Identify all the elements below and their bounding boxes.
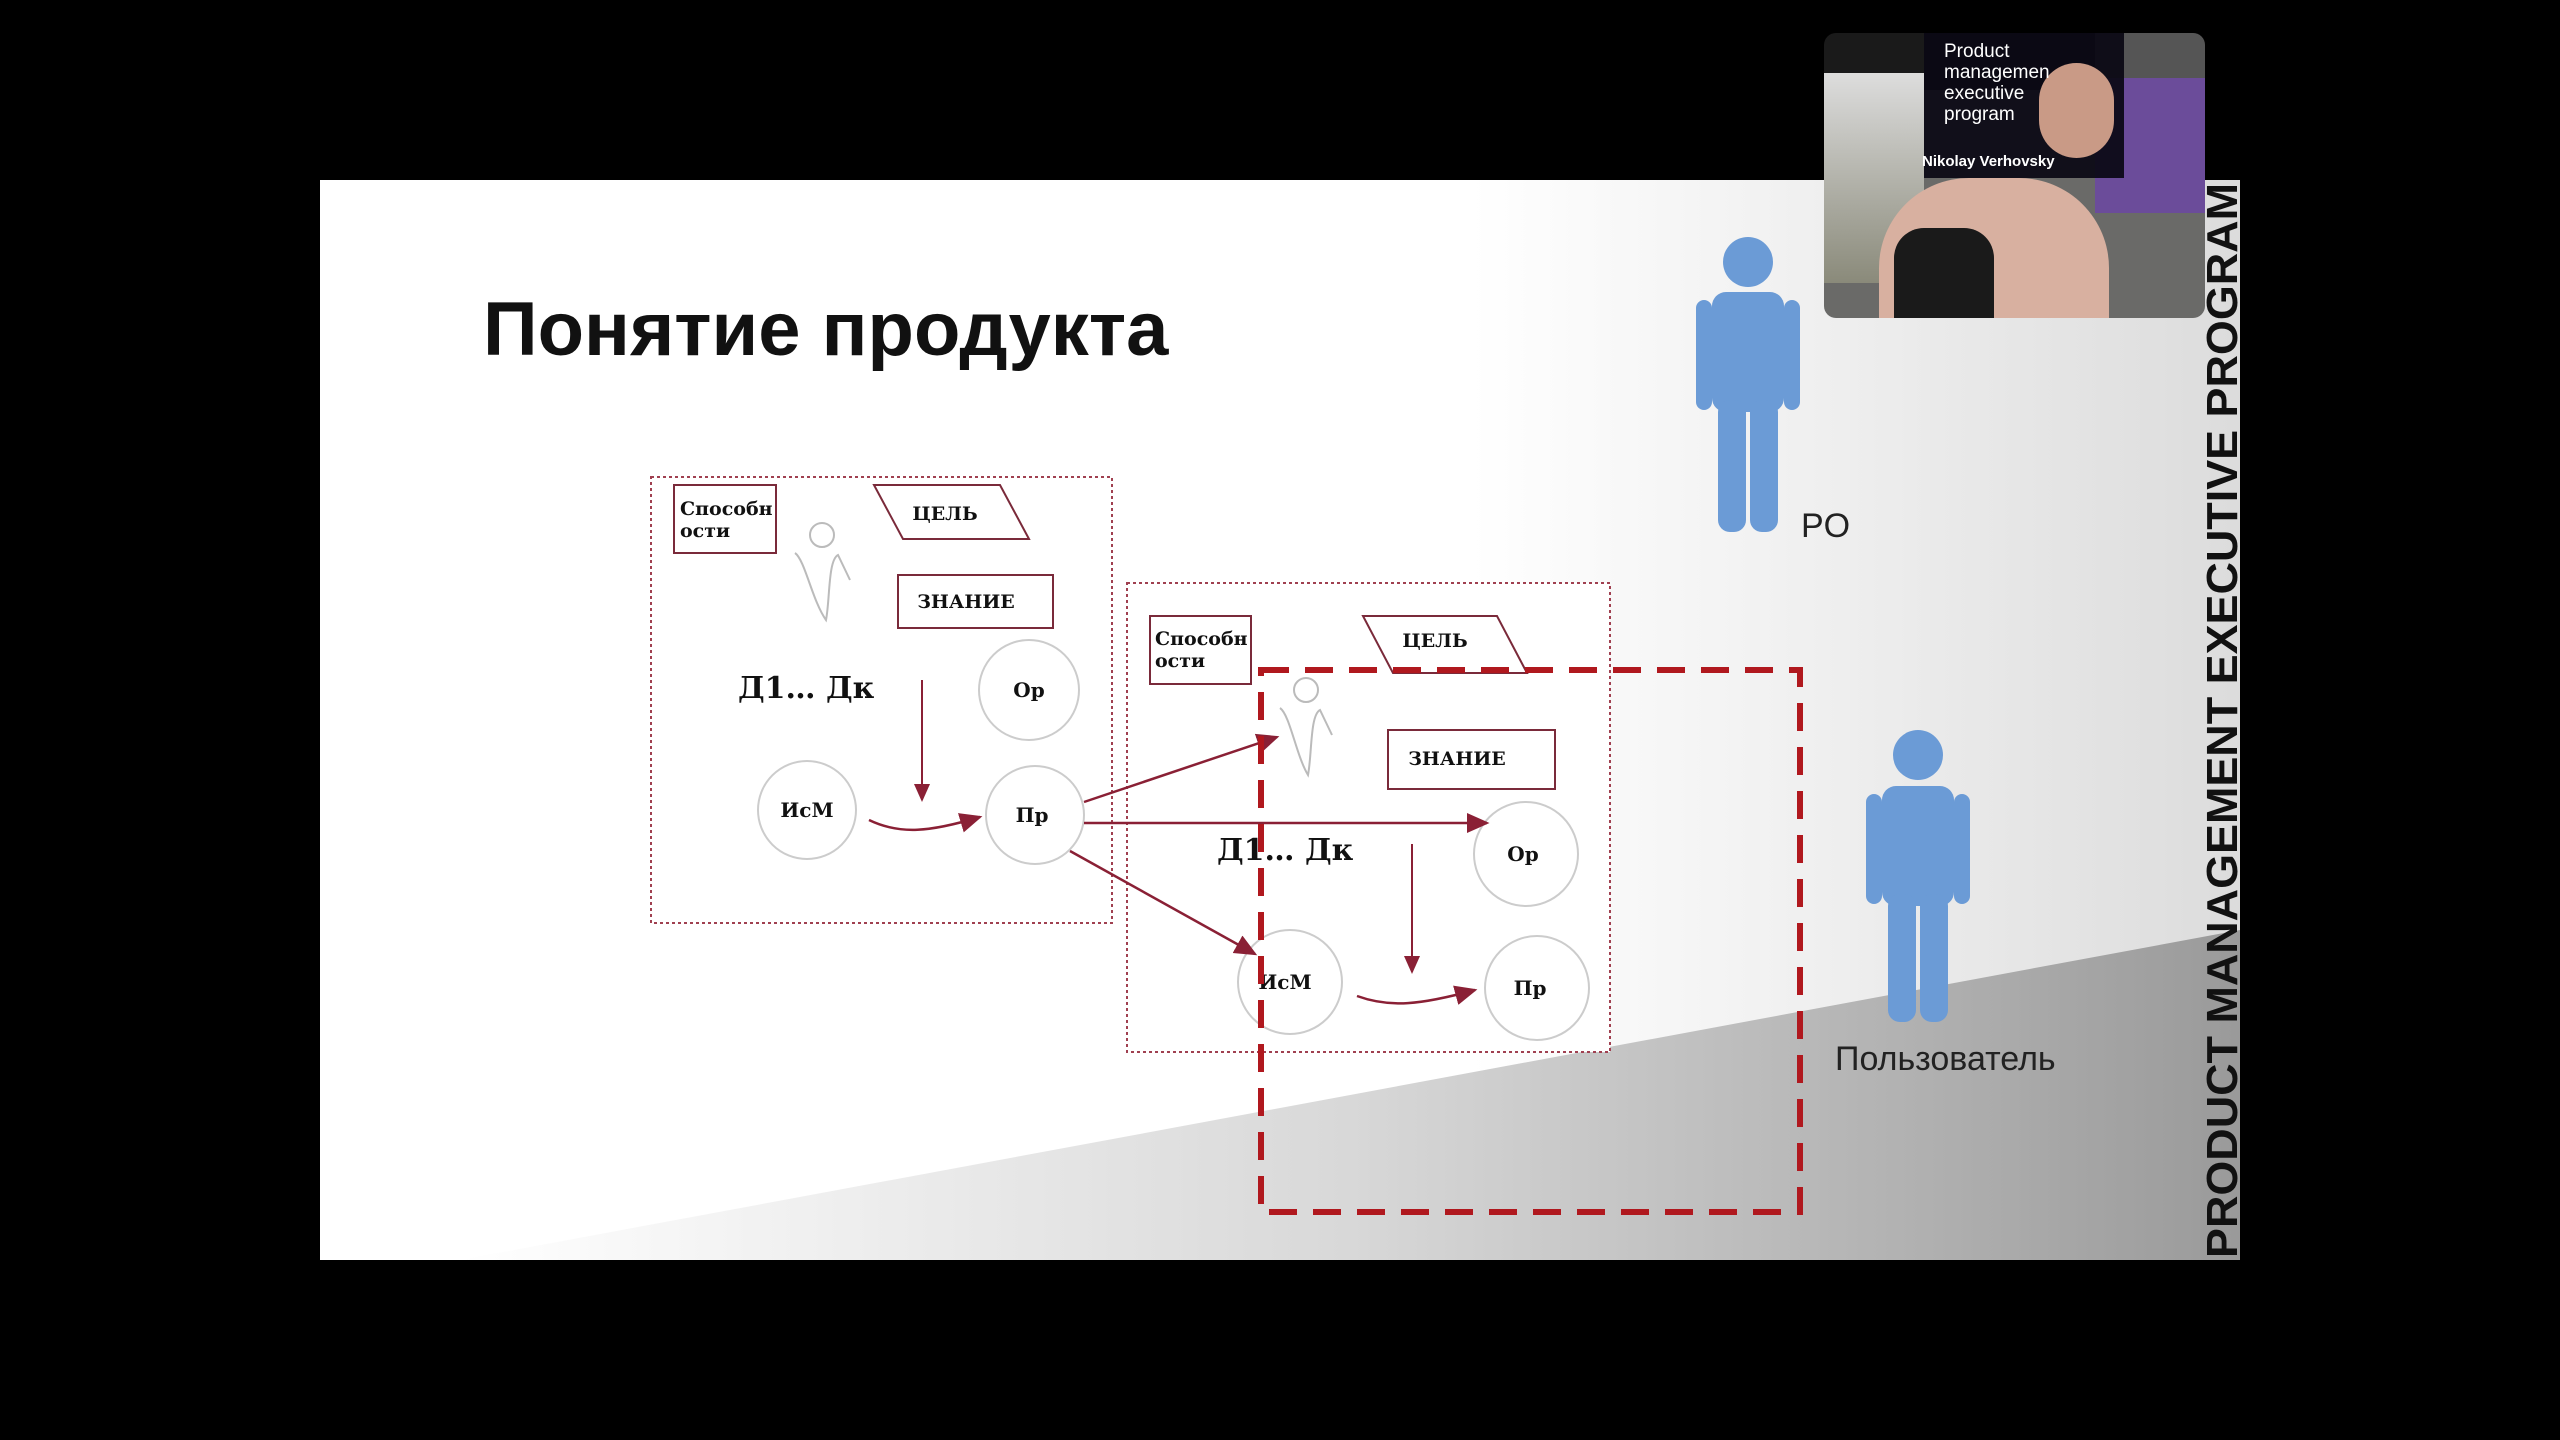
abilities-label-2: ости (1155, 650, 1205, 672)
po-label: PO (1801, 507, 1850, 545)
diagram-box-1: Способн ости ЦЕЛЬ ЗНАНИЕ Д1… Дк Ор ИсМ П… (650, 476, 1113, 924)
page-title: Понятие продукта (483, 287, 1169, 372)
person-sketch-icon (1279, 677, 1333, 778)
or-label: Ор (1013, 678, 1044, 702)
diagram-box-2: Способн ости ЦЕЛЬ ЗНАНИЕ Д1… Дк Ор ИсМ П… (1126, 582, 1611, 1053)
or-circle (1473, 801, 1579, 907)
goal-label: ЦЕЛЬ (912, 503, 977, 525)
po-person-icon (1696, 237, 1800, 532)
person-sketch-icon (794, 522, 851, 623)
abilities-label-1: Способн (1155, 628, 1248, 650)
pr-circle (985, 765, 1085, 865)
or-circle (978, 639, 1080, 741)
ism-label: ИсМ (780, 798, 833, 822)
video-overlay-title: Product managemen executive program (1944, 41, 2050, 125)
actions-label: Д1… Дк (738, 671, 875, 706)
or-label: Ор (1507, 842, 1538, 866)
speaker-name: Nikolay Verhovsky (1922, 153, 2055, 170)
arrow-curve (868, 813, 983, 833)
ism-circle (757, 760, 857, 860)
goal-shape (872, 484, 1031, 540)
side-banner: PRODUCT MANAGEMENT EXECUTIVE PROGRAM (2198, 183, 2247, 1258)
goal-label: ЦЕЛЬ (1402, 630, 1467, 652)
ism-label: ИсМ (1258, 970, 1311, 994)
speaker-video-thumbnail[interactable]: Product managemen executive program Niko… (1824, 33, 2205, 318)
arrow-curve (1356, 985, 1478, 1005)
abilities-label-2: ости (680, 520, 730, 542)
highlight-dashed-frame (1258, 667, 1803, 1215)
knowledge-label: ЗНАНИЕ (917, 591, 1015, 613)
pr-label: Пр (1016, 803, 1049, 827)
abilities-label-1: Способн (680, 498, 773, 520)
actions-label: Д1… Дк (1217, 833, 1354, 868)
arrow-to-person (1083, 733, 1280, 804)
arrow-to-ism (1069, 849, 1258, 956)
pr-circle (1484, 935, 1590, 1041)
slide-gray-band (460, 930, 2240, 1260)
knowledge-box (1387, 729, 1556, 790)
user-person-icon (1866, 730, 1970, 1022)
abilities-box (673, 484, 777, 554)
knowledge-label: ЗНАНИЕ (1408, 748, 1506, 770)
pr-label: Пр (1514, 976, 1547, 1000)
user-label: Пользователь (1835, 1040, 2056, 1078)
knowledge-box (897, 574, 1054, 629)
abilities-box (1149, 615, 1252, 685)
